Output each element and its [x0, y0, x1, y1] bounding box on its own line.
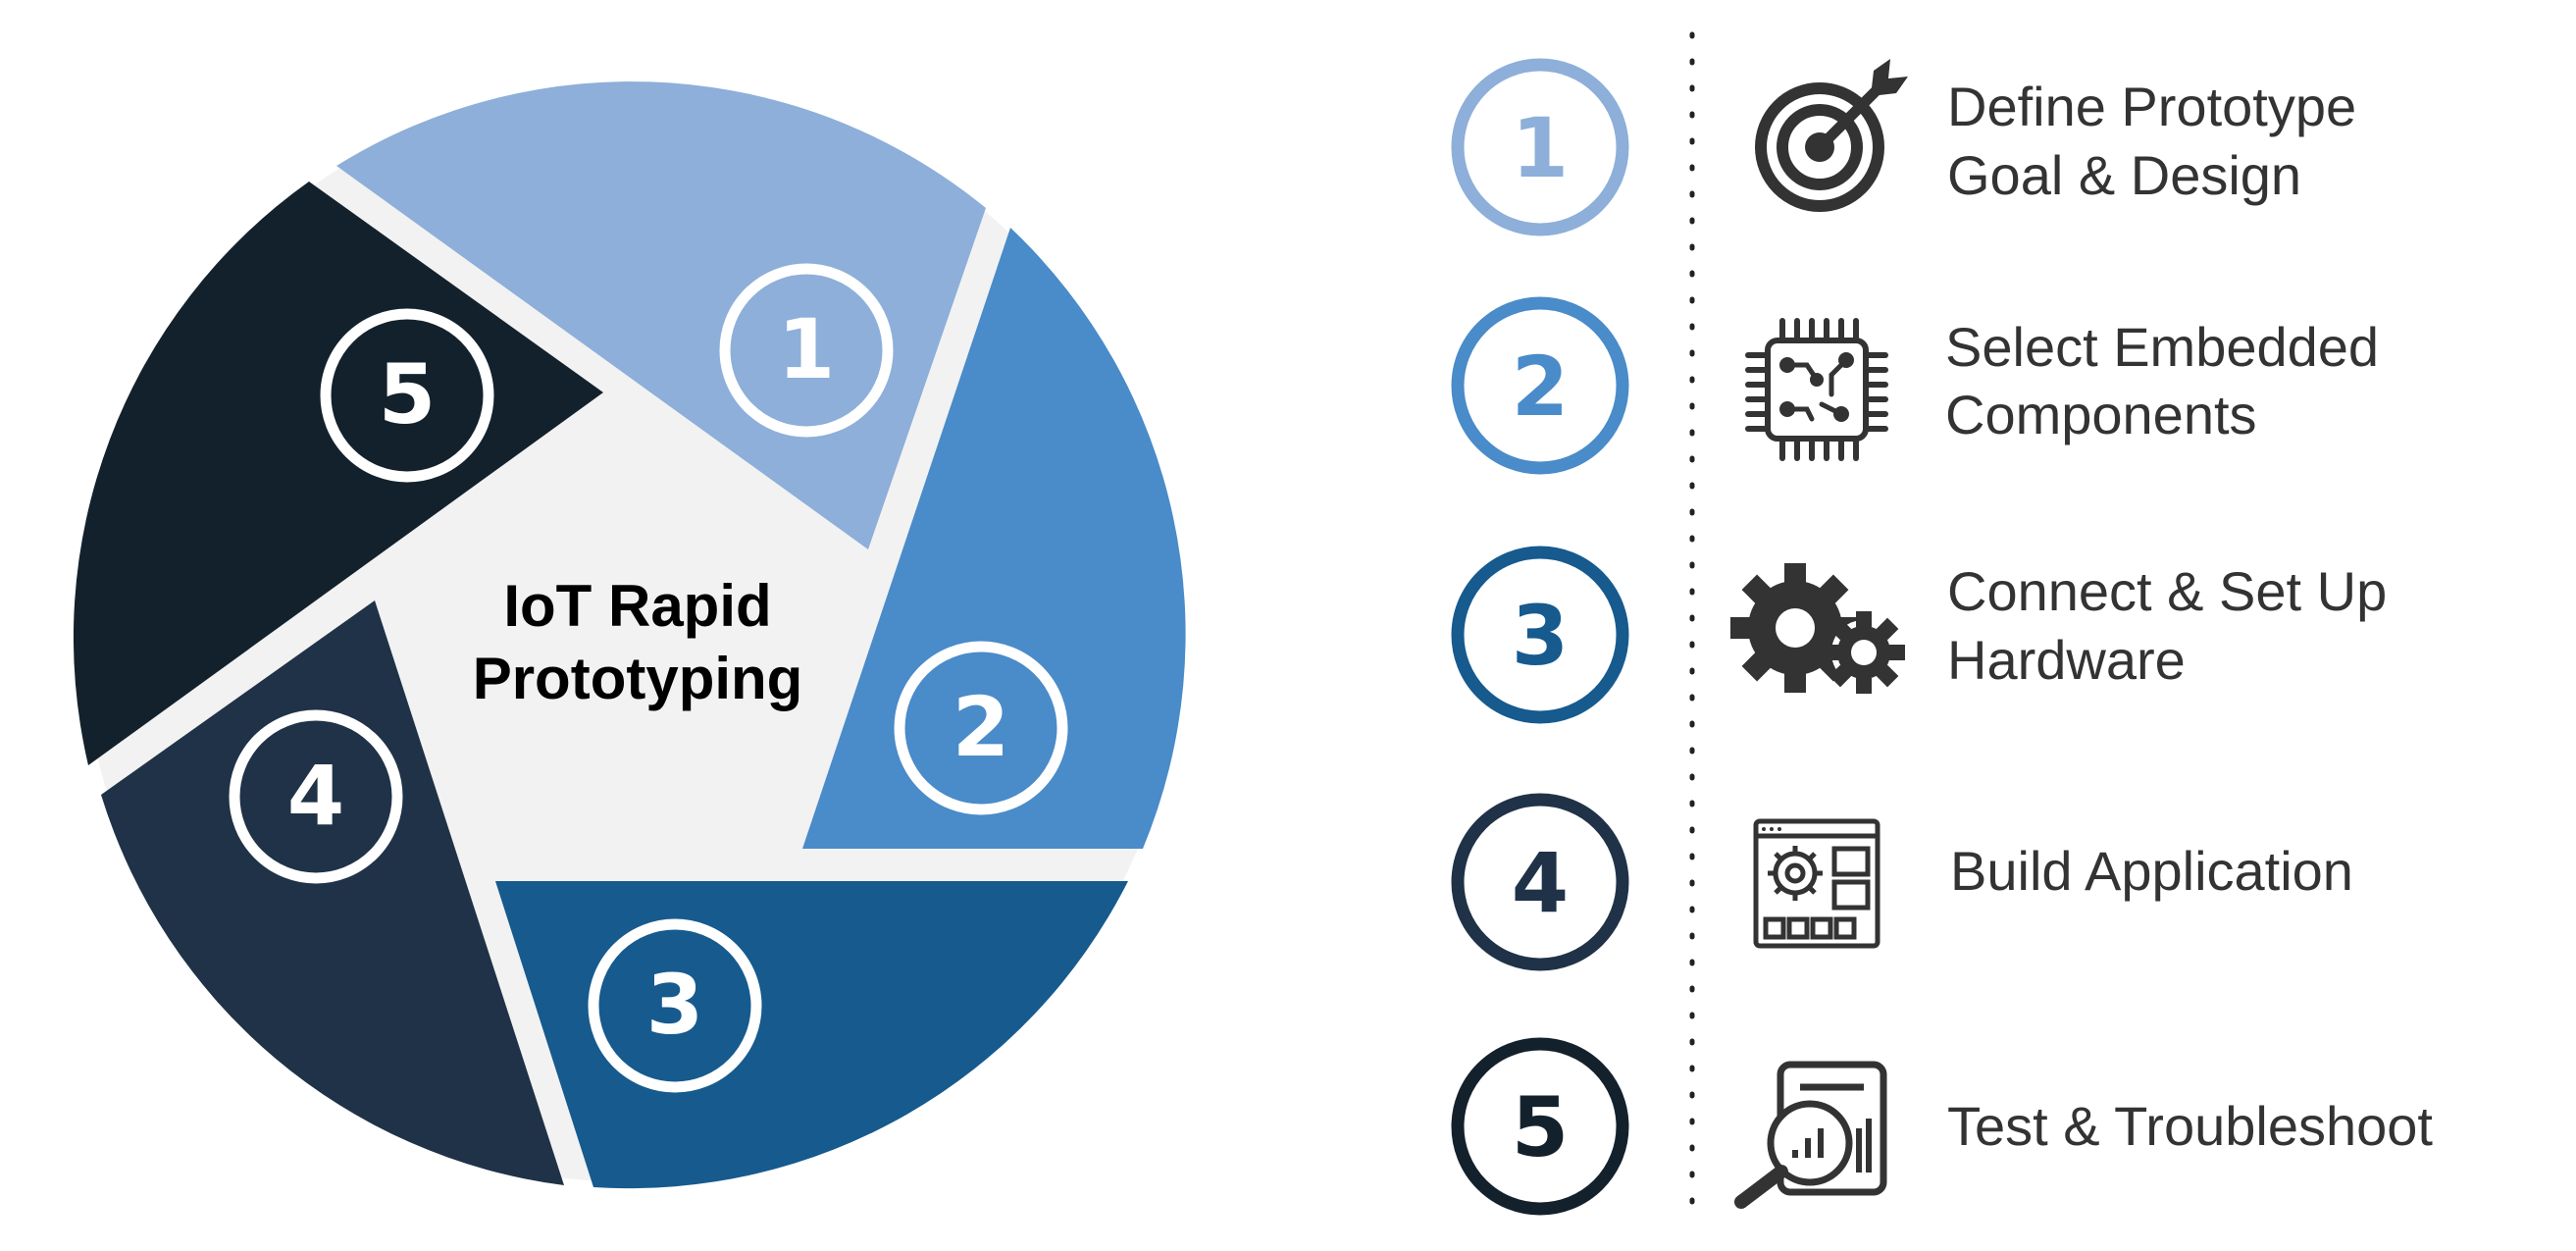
gears-icon: [1730, 563, 1905, 694]
step-3-label-line-2: Hardware: [1947, 629, 2186, 691]
segment-2: [802, 228, 1186, 849]
list-item-1: 1 Define Prototype Goal & Design: [1451, 58, 2356, 236]
step-1-label-line-1: Define Prototype: [1947, 76, 2356, 137]
list-item-4: 4 Build Applicatio: [1451, 793, 2353, 971]
segment-1-number: 1: [778, 301, 835, 397]
chip-icon: [1745, 318, 1888, 461]
list-badge-1: [1451, 58, 1629, 236]
list-number-3: 3: [1512, 588, 1569, 684]
list-item-5: 5 Test & Troubleshoot: [1451, 1037, 2433, 1216]
segment-5-number: 5: [379, 346, 436, 443]
list-number-5: 5: [1512, 1079, 1569, 1175]
list-number-4: 4: [1512, 835, 1569, 931]
segment-3-badge: 3: [588, 918, 762, 1093]
list-badge-3: [1451, 546, 1629, 724]
segment-3: [495, 881, 1128, 1189]
segment-4: [101, 600, 564, 1185]
list-number-1: 1: [1512, 100, 1569, 196]
segment-4-badge: 4: [229, 709, 403, 884]
list-item-3: 3: [1451, 546, 2387, 724]
segment-5-badge: 5: [320, 308, 494, 483]
list-item-2: 2: [1451, 296, 2379, 475]
step-1-label-line-2: Goal & Design: [1947, 144, 2301, 206]
app-window-icon: [1753, 818, 1880, 949]
cycle-wheel: 1 2 3 4 5 IoT Rapid Prototyping: [73, 81, 1186, 1189]
step-2-label-line-2: Components: [1945, 384, 2257, 445]
center-title-line-1: IoT Rapid: [503, 573, 771, 639]
segment-2-badge: 2: [894, 641, 1068, 815]
segment-5: [73, 182, 603, 765]
target-icon: [1755, 59, 1908, 212]
list-number-2: 2: [1512, 339, 1569, 435]
magnifier-report-icon: [1734, 1061, 1887, 1209]
segment-2-number: 2: [953, 679, 1009, 775]
segment-4-number: 4: [287, 748, 344, 844]
list-badge-4: [1451, 793, 1629, 971]
step-4-label: Build Application: [1950, 840, 2353, 902]
center-title-line-2: Prototyping: [473, 646, 803, 711]
step-3-label-line-1: Connect & Set Up: [1947, 560, 2387, 622]
list-badge-5: [1451, 1037, 1629, 1216]
segment-3-number: 3: [646, 957, 703, 1053]
step-2-label-line-1: Select Embedded: [1945, 316, 2379, 378]
segment-1-badge: 1: [719, 263, 894, 438]
step-5-label: Test & Troubleshoot: [1947, 1095, 2433, 1157]
list-badge-2: [1451, 296, 1629, 475]
